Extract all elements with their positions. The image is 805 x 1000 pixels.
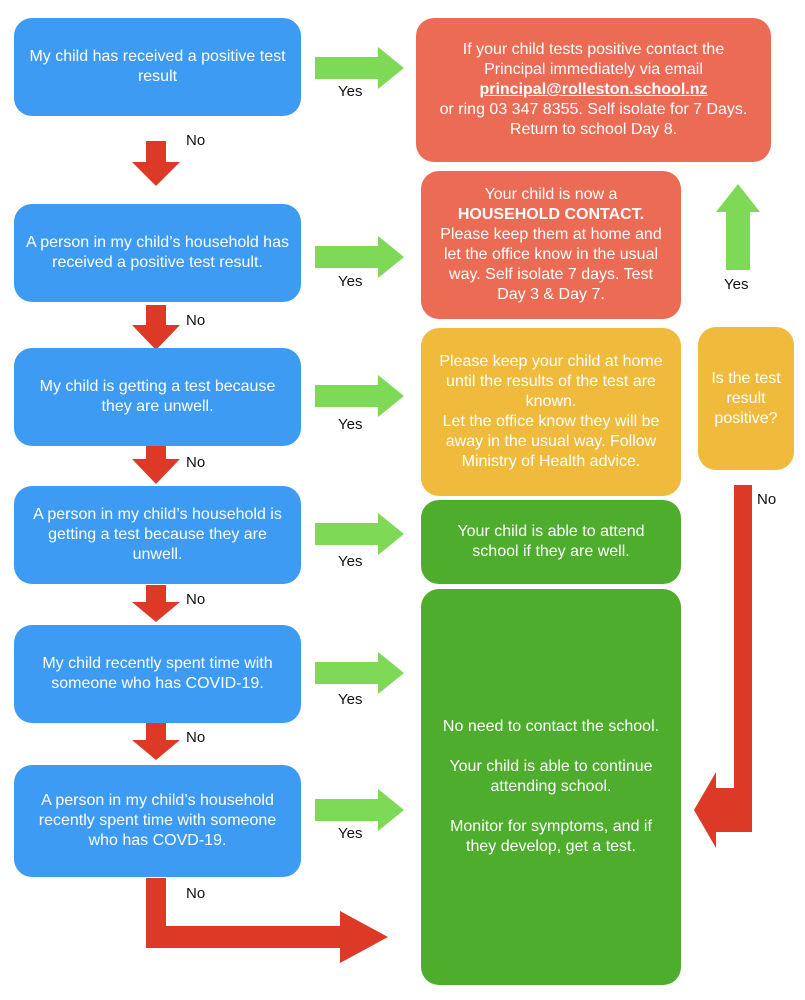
- no-label: No: [757, 491, 777, 508]
- yes-up-arrow: [716, 184, 760, 270]
- outcome-positive: If your child tests positive contact the…: [416, 18, 771, 162]
- no-arrow-final: [146, 878, 388, 963]
- yes-label: Yes: [338, 553, 363, 570]
- yes-label: Yes: [338, 691, 363, 708]
- yes-arrow: [315, 375, 404, 417]
- question-household-positive: A person in my child’s household has rec…: [14, 204, 301, 302]
- question-text: A person in my child’s household has rec…: [26, 234, 289, 271]
- outcome-able-to-attend: Your child is able to attend school if t…: [421, 500, 681, 584]
- no-label: No: [186, 591, 206, 608]
- question-household-getting-test: A person in my child’s household is gett…: [14, 486, 301, 584]
- no-label: No: [186, 885, 206, 902]
- no-label: No: [186, 454, 206, 471]
- no-label: No: [186, 132, 206, 149]
- yes-arrow: [315, 236, 404, 278]
- no-arrow-elbow: [694, 485, 752, 848]
- principal-email-link[interactable]: principal@rolleston.school.nz: [479, 81, 708, 98]
- no-arrow: [132, 723, 180, 760]
- yes-label: Yes: [338, 83, 363, 100]
- no-label: No: [186, 312, 206, 329]
- no-arrow: [132, 437, 180, 484]
- question-text: My child recently spent time with someon…: [42, 655, 273, 692]
- able-to-attend-text: Your child is able to attend school if t…: [457, 523, 645, 560]
- question-test-result-positive: Is the test result positive?: [698, 327, 794, 470]
- no-arrow: [132, 141, 180, 186]
- question-spent-time-covid: My child recently spent time with someon…: [14, 625, 301, 723]
- test-question-text: Is the test result positive?: [711, 369, 781, 427]
- no-label: No: [186, 729, 206, 746]
- no-arrow: [132, 585, 180, 622]
- outcome-awaiting-results: Please keep your child at home until the…: [421, 328, 681, 496]
- outcome-positive-line2: or ring 03 347 8355. Self isolate for 7 …: [439, 101, 748, 138]
- outcome-household-contact: Your child is now a HOUSEHOLD CONTACT. P…: [421, 171, 681, 319]
- question-positive-result: My child has received a positive test re…: [14, 18, 301, 116]
- household-contact-instructions: Please keep them at home and let the off…: [440, 226, 662, 303]
- yes-label: Yes: [338, 416, 363, 433]
- question-text: A person in my child’s household is gett…: [33, 506, 282, 563]
- yes-label: Yes: [724, 276, 749, 293]
- no-need-p3: Monitor for symptoms, and if they develo…: [450, 818, 652, 855]
- yes-arrow: [315, 652, 404, 694]
- awaiting-results-line1: Please keep your child at home until the…: [439, 353, 663, 410]
- question-text: A person in my child’s household recentl…: [38, 792, 277, 849]
- household-contact-intro: Your child is now a: [484, 186, 618, 203]
- no-need-p2: Your child is able to continue attending…: [449, 758, 653, 795]
- question-text: My child is getting a test because they …: [39, 378, 276, 415]
- awaiting-results-line2: Let the office know they will be away in…: [442, 413, 660, 470]
- no-arrow: [132, 305, 180, 350]
- question-text: My child has received a positive test re…: [29, 48, 286, 85]
- yes-arrow: [315, 789, 404, 831]
- household-contact-heading: HOUSEHOLD CONTACT.: [457, 206, 645, 223]
- yes-arrow: [315, 513, 404, 555]
- question-household-spent-time: A person in my child’s household recentl…: [14, 765, 301, 877]
- outcome-no-need-to-contact: No need to contact the school. Your chil…: [421, 589, 681, 985]
- question-getting-test: My child is getting a test because they …: [14, 348, 301, 446]
- yes-label: Yes: [338, 273, 363, 290]
- yes-label: Yes: [338, 825, 363, 842]
- yes-arrow: [315, 47, 404, 89]
- no-need-p1: No need to contact the school.: [442, 718, 660, 735]
- outcome-positive-line1: If your child tests positive contact the…: [462, 41, 725, 78]
